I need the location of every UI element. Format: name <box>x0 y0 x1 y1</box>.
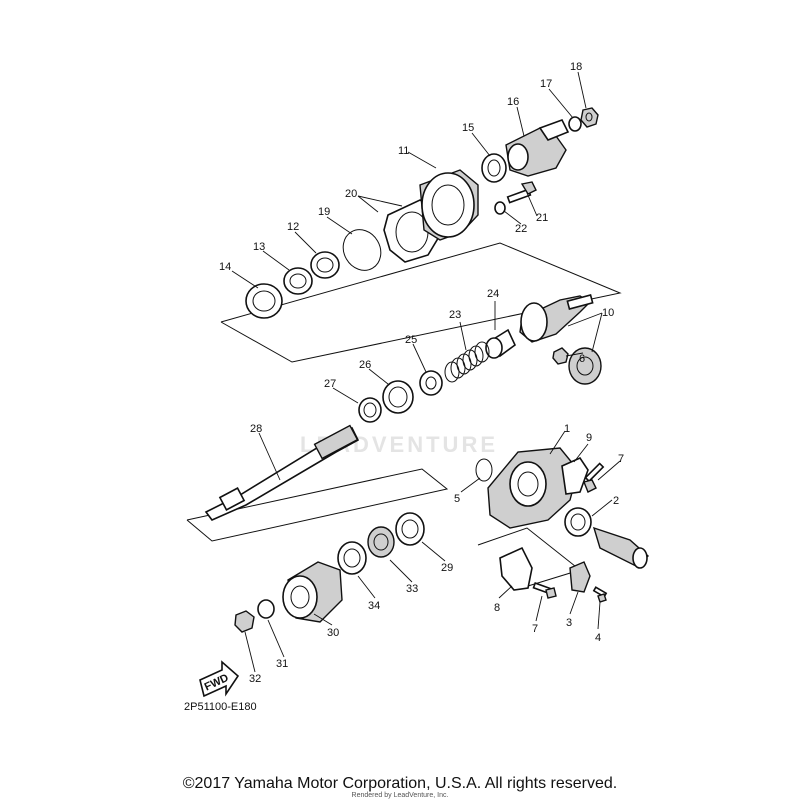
part-23-compression-spring[interactable] <box>444 341 490 383</box>
callout-9[interactable]: 9 <box>586 432 592 444</box>
part-15-oil-seal[interactable] <box>481 153 507 183</box>
group-bracket-middle <box>186 468 449 542</box>
callout-34[interactable]: 34 <box>368 600 380 612</box>
callout-21[interactable]: 21 <box>536 212 548 224</box>
part-9-shim[interactable] <box>561 456 589 495</box>
callout-19[interactable]: 19 <box>318 206 330 218</box>
group-bracket-upper <box>220 242 622 363</box>
callout-7-upper[interactable]: 7 <box>618 453 624 465</box>
callout-15[interactable]: 15 <box>462 122 474 134</box>
part-6-nut[interactable] <box>552 347 569 365</box>
part-5-o-ring[interactable] <box>475 458 493 482</box>
callout-4[interactable]: 4 <box>595 632 601 644</box>
callout-1[interactable]: 1 <box>564 423 570 435</box>
part-19-o-ring[interactable] <box>336 223 388 277</box>
callout-26[interactable]: 26 <box>359 359 371 371</box>
part-4-screw[interactable] <box>592 586 608 603</box>
part-22-washer[interactable] <box>494 201 506 215</box>
part-26-bearing[interactable] <box>382 380 414 414</box>
callout-28[interactable]: 28 <box>250 423 262 435</box>
callout-25[interactable]: 25 <box>405 334 417 346</box>
callout-18[interactable]: 18 <box>570 61 582 73</box>
callout-labels: 1 2 3 4 5 6 7 7 8 9 10 11 12 13 14 15 16… <box>219 61 624 685</box>
callout-8[interactable]: 8 <box>494 602 500 614</box>
fwd-arrow: FWD <box>199 660 240 698</box>
part-7-bolt-lower[interactable] <box>532 582 557 599</box>
part-10-ring-gear[interactable] <box>568 347 602 385</box>
part-8-plate[interactable] <box>499 546 533 591</box>
callout-14[interactable]: 14 <box>219 261 231 273</box>
callout-11[interactable]: 11 <box>398 145 409 157</box>
callout-6[interactable]: 6 <box>579 353 585 365</box>
part-16-universal-joint-yoke[interactable] <box>505 119 570 177</box>
part-2-bearing[interactable] <box>564 507 592 537</box>
callout-29[interactable]: 29 <box>441 562 453 574</box>
part-24-collar[interactable] <box>485 328 517 359</box>
part-30-coupling-gear[interactable] <box>282 561 343 623</box>
part-21-bolt[interactable] <box>506 181 537 204</box>
part-31-washer[interactable] <box>257 599 275 619</box>
callout-23[interactable]: 23 <box>449 309 461 321</box>
copyright-notice: ©2017 Yamaha Motor Corporation, U.S.A. A… <box>182 775 618 792</box>
group-bracket-lower-right <box>477 527 582 587</box>
part-10-drive-pinion-gear[interactable] <box>519 294 594 343</box>
part-34-race[interactable] <box>337 541 367 575</box>
callout-27[interactable]: 27 <box>324 378 336 390</box>
part-12-bearing[interactable] <box>310 251 340 279</box>
callout-13[interactable]: 13 <box>253 241 265 253</box>
part-33-needle-cage[interactable] <box>367 526 395 558</box>
part-1-bearing-housing-case[interactable] <box>487 447 579 529</box>
callout-16[interactable]: 16 <box>507 96 519 108</box>
callout-20[interactable]: 20 <box>345 188 357 200</box>
part-14-bearing[interactable] <box>245 283 283 319</box>
drawing-code: 2P51100-E180 <box>184 701 257 713</box>
callout-3[interactable]: 3 <box>566 617 572 629</box>
callout-12[interactable]: 12 <box>287 221 299 233</box>
callout-7-lower[interactable]: 7 <box>532 623 538 635</box>
callout-2[interactable]: 2 <box>613 495 619 507</box>
part-27-oil-seal[interactable] <box>358 397 382 423</box>
callout-22[interactable]: 22 <box>515 223 527 235</box>
part-3-lock-plate[interactable] <box>569 561 591 593</box>
part-29-bearing[interactable] <box>395 512 425 546</box>
rendered-by-credit: Rendered by LeadVenture, Inc. <box>351 792 449 799</box>
part-18-nut[interactable] <box>580 107 599 128</box>
callout-5[interactable]: 5 <box>454 493 460 505</box>
leader-lines <box>231 71 621 673</box>
callout-30[interactable]: 30 <box>327 627 339 639</box>
callout-32[interactable]: 32 <box>249 673 261 685</box>
part-7-bolt-upper[interactable] <box>583 462 605 493</box>
callout-17[interactable]: 17 <box>540 78 552 90</box>
callout-31[interactable]: 31 <box>276 658 288 670</box>
part-17-washer[interactable] <box>568 116 582 132</box>
callout-10[interactable]: 10 <box>602 307 614 319</box>
part-11-bearing-housing[interactable] <box>419 169 479 241</box>
part-25-washer[interactable] <box>419 370 443 396</box>
part-13-needle-cage[interactable] <box>283 267 313 295</box>
callout-33[interactable]: 33 <box>406 583 418 595</box>
part-28-middle-driven-shaft[interactable] <box>204 424 360 521</box>
callout-24[interactable]: 24 <box>487 288 499 300</box>
part-32-nut[interactable] <box>234 610 255 633</box>
part-2-drive-shaft-end[interactable] <box>592 526 650 569</box>
